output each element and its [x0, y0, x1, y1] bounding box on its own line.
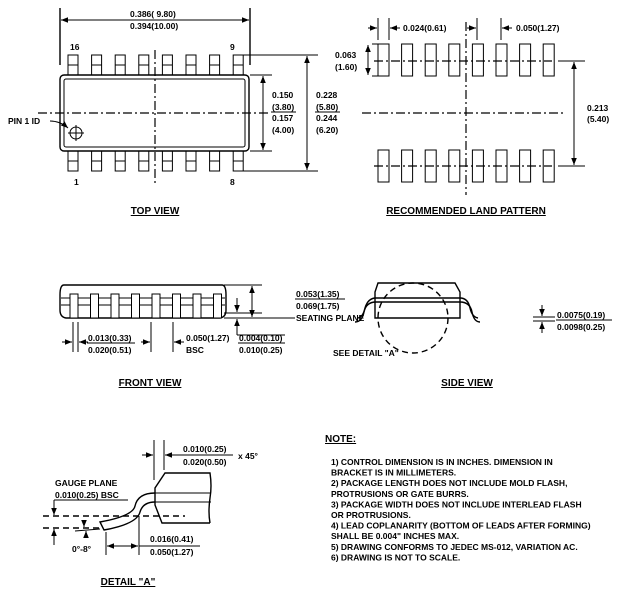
body-width-max-mm: (4.00) — [272, 125, 294, 135]
land-pad — [424, 43, 437, 77]
top-view-title: TOP VIEW — [131, 206, 180, 217]
side-view: SEE DETAIL "A" 0.0075(0.19) 0.0098(0.25)… — [333, 282, 612, 389]
chamfer-angle: x 45° — [238, 451, 259, 461]
front-lead — [69, 293, 79, 319]
overall-width-max: 0.244 — [316, 113, 338, 123]
land-pad — [471, 43, 484, 77]
detail-a: 0.010(0.25) 0.020(0.50) x 45° GAUGE PLAN… — [43, 440, 259, 588]
pad-pitch: 0.050(1.27) — [516, 23, 560, 33]
note-line: SHALL BE 0.004" INCHES MAX. — [331, 531, 459, 541]
row-spacing-mm: (5.40) — [587, 114, 609, 124]
seating-plane-label: SEATING PLANE — [296, 313, 365, 323]
height-max: 0.069(1.75) — [296, 301, 340, 311]
front-view: 0.053(1.35) 0.069(1.75) SEATING PLANE 0.… — [59, 284, 365, 389]
front-lead — [90, 293, 99, 319]
overall-width-max-mm: (6.20) — [316, 125, 338, 135]
top-pins — [67, 54, 244, 172]
standoff-max: 0.010(0.25) — [239, 345, 283, 355]
front-lead — [192, 293, 202, 319]
pin1-id-label: PIN 1 ID — [8, 116, 40, 126]
note-line: 4) LEAD COPLANARITY (BOTTOM OF LEADS AFT… — [331, 521, 591, 531]
note-line: 5) DRAWING CONFORMS TO JEDEC MS-012, VAR… — [331, 542, 578, 552]
gauge-plane-label: GAUGE PLANE — [55, 478, 118, 488]
detail-a-title: DETAIL "A" — [101, 577, 156, 588]
pad-width: 0.024(0.61) — [403, 23, 447, 33]
front-view-title: FRONT VIEW — [119, 378, 182, 389]
note-line: BRACKET IS IN MILLIMETERS. — [331, 468, 456, 478]
note-line: OR PROTRUSIONS. — [331, 510, 411, 520]
side-view-title: SIDE VIEW — [441, 378, 493, 389]
land-pattern: 0.213 (5.40) 0.063 (1.60) 0.024(0.61) 0.… — [335, 18, 609, 217]
land-pattern-title: RECOMMENDED LAND PATTERN — [386, 206, 546, 217]
front-leads — [69, 293, 222, 319]
pin-1-label: 1 — [74, 177, 79, 187]
top-view: 0.386( 9.80) 0.394(10.00) 16 9 1 8 PIN 1… — [8, 8, 340, 217]
pin-8-label: 8 — [230, 177, 235, 187]
pad-length-mm: (1.60) — [335, 62, 357, 72]
land-pad — [401, 43, 414, 77]
pad-length: 0.063 — [335, 50, 357, 60]
front-lead — [213, 293, 222, 319]
land-pad — [377, 43, 390, 77]
foot-length-min: 0.016(0.41) — [150, 534, 194, 544]
notes: NOTE: 1) CONTROL DIMENSION IS IN INCHES.… — [325, 434, 591, 562]
length-max: 0.394(10.00) — [130, 21, 178, 31]
land-pad — [542, 43, 555, 77]
front-lead — [151, 293, 161, 319]
notes-title: NOTE: — [325, 434, 356, 445]
land-pad — [448, 43, 461, 77]
foot-angle: 0°-8° — [72, 544, 92, 554]
row-spacing: 0.213 — [587, 103, 609, 113]
lead-pitch-bsc: BSC — [186, 345, 204, 355]
note-line: PROTRUSIONS OR GATE BURRS. — [331, 489, 469, 499]
lead-thickness-max: 0.0098(0.25) — [557, 322, 605, 332]
note-line: 6) DRAWING IS NOT TO SCALE. — [331, 552, 460, 562]
length-min: 0.386( 9.80) — [130, 9, 176, 19]
land-pad — [495, 43, 508, 77]
chamfer-max: 0.020(0.50) — [183, 457, 227, 467]
body-width-max: 0.157 — [272, 113, 294, 123]
body-width-min-mm: (3.80) — [272, 102, 294, 112]
land-pad — [519, 43, 532, 77]
lead-width-max: 0.020(0.51) — [88, 345, 132, 355]
pin1-marker-icon — [68, 125, 84, 141]
see-detail-label: SEE DETAIL "A" — [333, 348, 399, 358]
lead-width-min: 0.013(0.33) — [88, 333, 132, 343]
note-line: 1) CONTROL DIMENSION IS IN INCHES. DIMEN… — [331, 457, 553, 467]
front-lead — [110, 293, 120, 319]
overall-width-min: 0.228 — [316, 90, 338, 100]
lead-pitch: 0.050(1.27) — [186, 333, 230, 343]
standoff-min: 0.004(0.10) — [239, 333, 283, 343]
pin-9-label: 9 — [230, 42, 235, 52]
height-min: 0.053(1.35) — [296, 289, 340, 299]
gauge-plane-value: 0.010(0.25) BSC — [55, 490, 119, 500]
overall-width-min-mm: (5.80) — [316, 102, 338, 112]
front-lead — [172, 293, 181, 319]
note-line: 3) PACKAGE WIDTH DOES NOT INCLUDE INTERL… — [331, 499, 582, 509]
pin-16-label: 16 — [70, 42, 80, 52]
body-width-min: 0.150 — [272, 90, 294, 100]
lead-thickness-min: 0.0075(0.19) — [557, 310, 605, 320]
foot-length-max: 0.050(1.27) — [150, 547, 194, 557]
front-lead — [131, 293, 140, 319]
note-line: 2) PACKAGE LENGTH DOES NOT INCLUDE MOLD … — [331, 478, 567, 488]
chamfer-min: 0.010(0.25) — [183, 444, 227, 454]
